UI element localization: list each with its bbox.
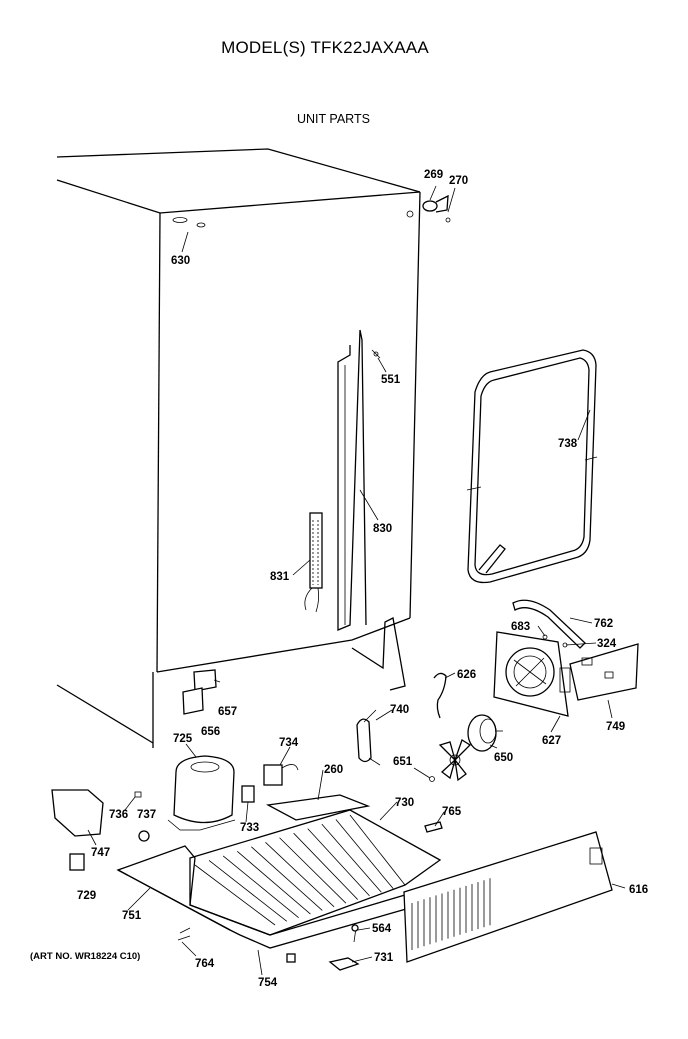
cabinet-body xyxy=(56,148,421,748)
leader-lines xyxy=(87,185,626,976)
coil-line xyxy=(293,832,359,900)
condenser-coil xyxy=(189,809,442,936)
control-board xyxy=(569,643,639,701)
diagram-subtitle: UNIT PARTS xyxy=(297,112,370,126)
coil-line xyxy=(279,837,347,904)
coil-line xyxy=(194,864,276,926)
coil-line xyxy=(321,823,382,893)
coil-line xyxy=(251,846,323,911)
coil-line xyxy=(349,814,406,886)
coil-line xyxy=(307,828,370,897)
parts-736-737 xyxy=(134,791,150,842)
screw-551 xyxy=(371,349,381,359)
part-labels: 269 270 630 551 738 830 831 762 683 324 … xyxy=(77,169,648,989)
coil-line xyxy=(222,855,299,919)
fan-shroud xyxy=(493,631,571,717)
rear-grille xyxy=(403,831,613,963)
part-label: 736 xyxy=(109,809,128,821)
part-label: 754 xyxy=(258,977,278,989)
part-label: 626 xyxy=(457,669,476,681)
part-label: 830 xyxy=(373,523,392,535)
part-label: 734 xyxy=(279,737,299,749)
parts-564-731-764-754 xyxy=(177,924,360,971)
part-label: 725 xyxy=(173,733,193,745)
brackets-656-657 xyxy=(182,669,217,715)
part-label: 683 xyxy=(511,621,530,633)
knob-assembly xyxy=(422,194,451,223)
part-label: 270 xyxy=(449,175,468,187)
coil-line xyxy=(208,860,288,922)
wire-clip-626 xyxy=(433,672,447,719)
part-label: 627 xyxy=(542,735,561,747)
capacitor-729 xyxy=(69,853,85,871)
fan-blade xyxy=(429,739,472,782)
part-label: 630 xyxy=(171,255,190,267)
clip-765 xyxy=(424,821,443,833)
part-label: 551 xyxy=(381,374,401,386)
coil-line xyxy=(237,851,311,915)
part-label: 749 xyxy=(606,721,625,733)
cover-747 xyxy=(51,789,104,837)
part-label: 730 xyxy=(395,797,414,809)
part-label: 564 xyxy=(372,923,392,935)
drain-tray-260 xyxy=(265,794,371,821)
part-label: 650 xyxy=(494,752,513,764)
fan-motor xyxy=(467,714,503,752)
part-label: 260 xyxy=(324,764,343,776)
terminal-strip xyxy=(304,512,323,613)
part-label: 764 xyxy=(195,958,215,970)
part-label: 737 xyxy=(137,809,156,821)
part-label: 651 xyxy=(393,756,413,768)
overload-733 xyxy=(241,785,255,803)
part-label: 747 xyxy=(91,847,110,859)
part-label: 269 xyxy=(424,169,443,181)
part-label: 733 xyxy=(240,822,259,834)
compressor xyxy=(167,755,236,831)
part-label: 656 xyxy=(201,726,220,738)
part-label: 324 xyxy=(597,638,617,650)
coil-line xyxy=(335,819,394,889)
part-label: 731 xyxy=(374,952,394,964)
part-label: 740 xyxy=(390,704,409,716)
tube-762 xyxy=(512,599,586,649)
part-label: 729 xyxy=(77,890,96,902)
diagram-title: MODEL(S) TFK22JAXAAA xyxy=(221,38,429,57)
part-label: 657 xyxy=(218,706,237,718)
art-number: (ART NO. WR18224 C10) xyxy=(30,951,141,962)
rear-channel xyxy=(337,329,406,691)
heater-740 xyxy=(356,709,381,766)
coil-line xyxy=(265,841,335,908)
relay-734 xyxy=(263,764,299,786)
part-label: 765 xyxy=(442,806,462,818)
part-label: 616 xyxy=(629,884,648,896)
part-label: 738 xyxy=(558,438,578,450)
part-label: 751 xyxy=(122,910,142,922)
part-label: 831 xyxy=(270,571,290,583)
part-label: 762 xyxy=(594,618,613,630)
door-gasket xyxy=(466,349,598,584)
